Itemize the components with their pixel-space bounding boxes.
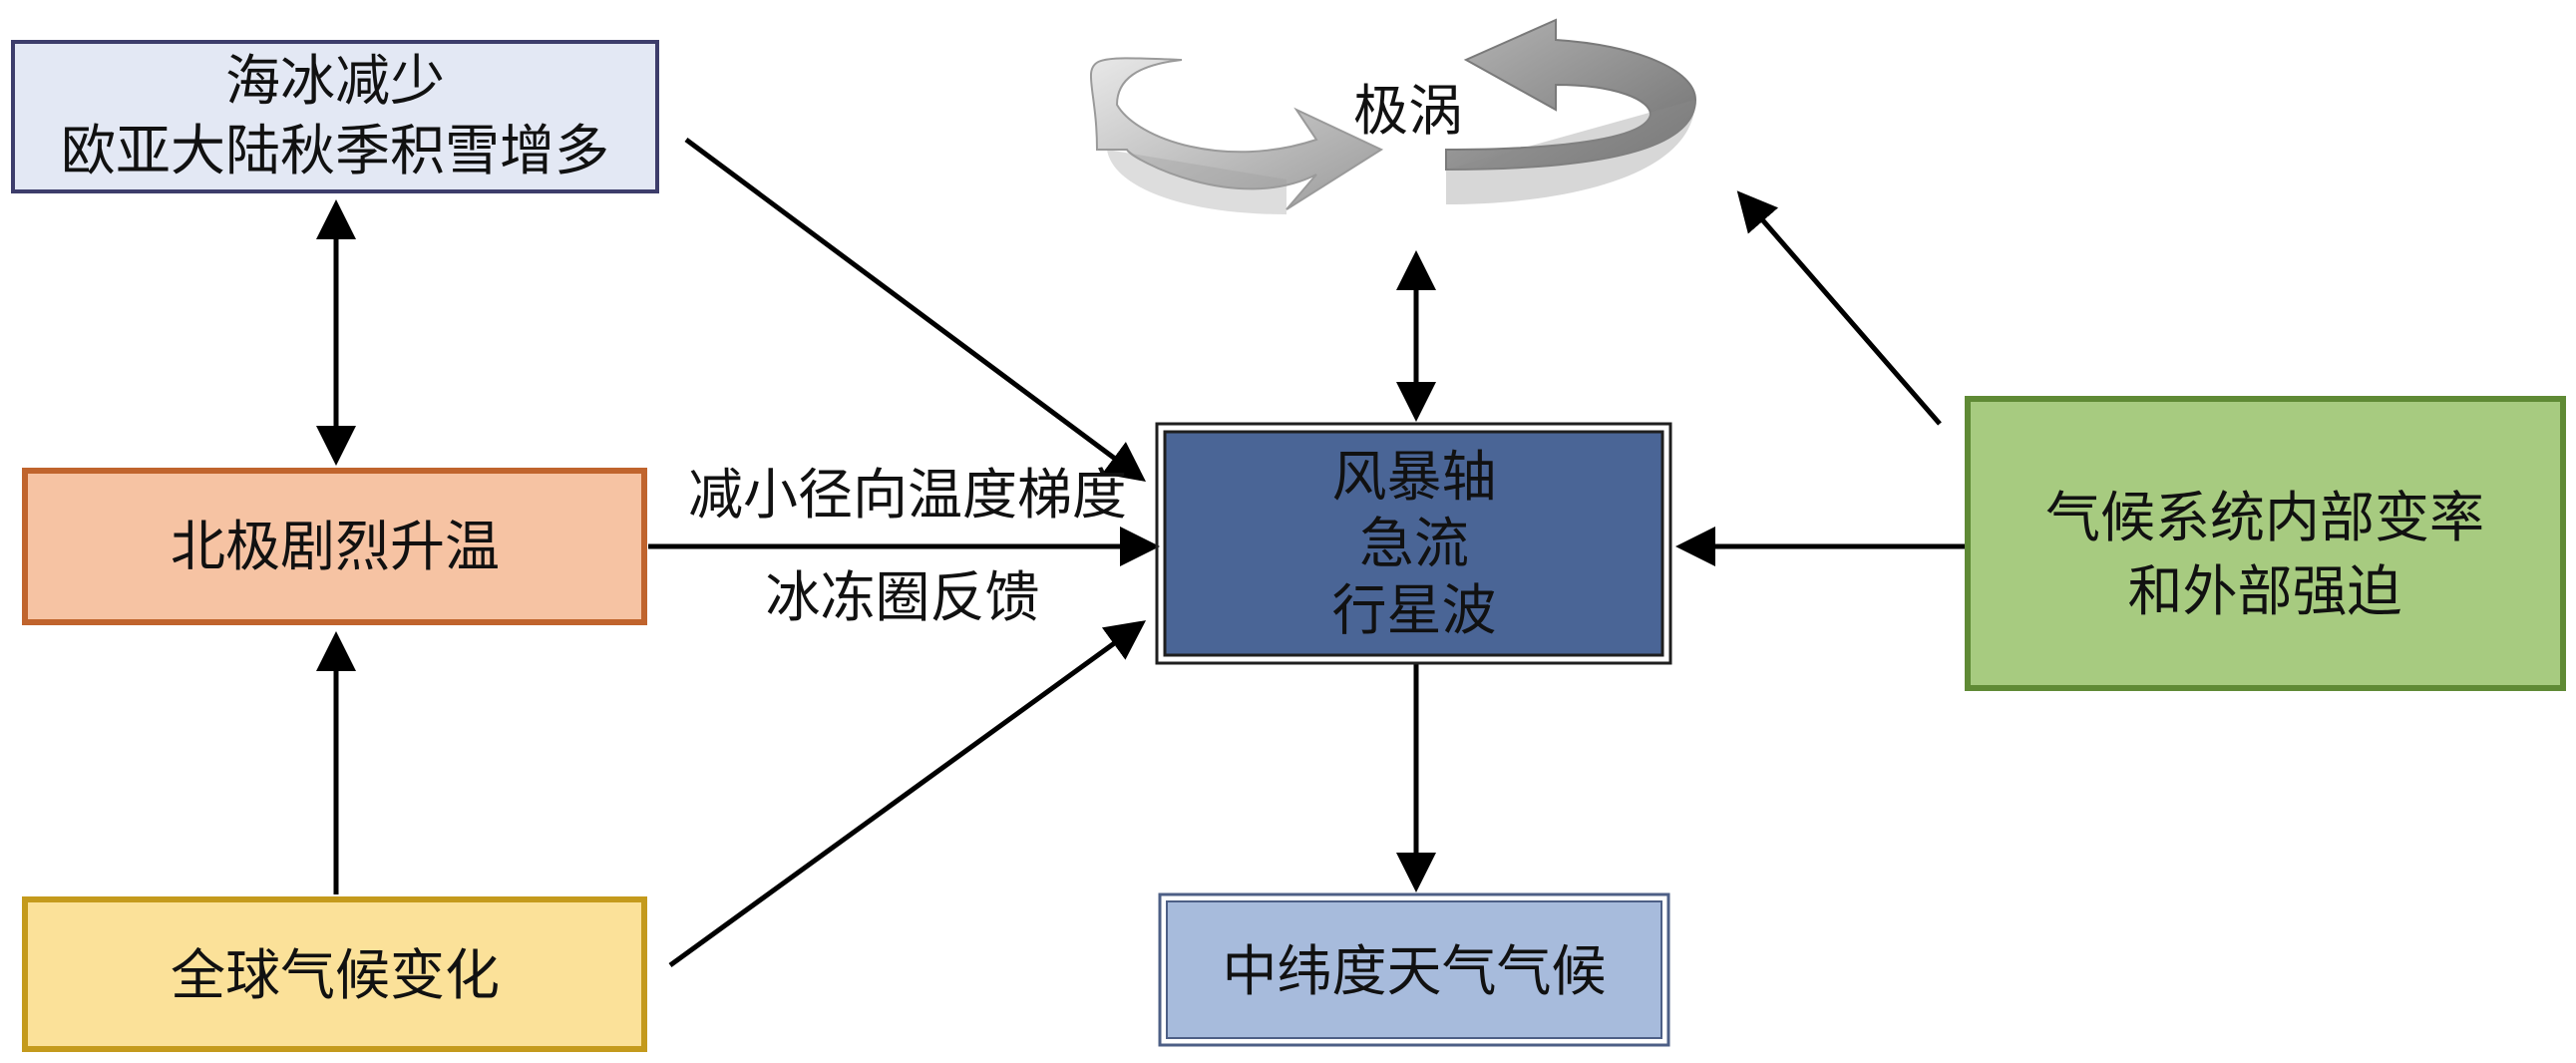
internal-variability-box: [1965, 396, 2566, 691]
arrow-seaice-storm: [684, 137, 1147, 482]
storm-track-line2: 急流: [1359, 512, 1469, 575]
polar-vortex-label: 极涡: [1353, 79, 1463, 143]
storm-track-box: [1163, 430, 1664, 657]
node-global-change: 全球气候变化: [22, 896, 647, 1052]
connectors: [316, 137, 1965, 968]
node-internal-variability: 气候系统内部变率 和外部强迫: [1965, 396, 2566, 691]
node-sea-ice: 海冰减少 欧亚大陆秋季积雪增多: [11, 40, 659, 193]
internal-variability-line1: 气候系统内部变率: [2045, 486, 2484, 549]
arrow-internal-vortex: [1736, 190, 1942, 426]
node-arctic-warming: 北极剧烈升温: [22, 468, 647, 625]
polar-vortex-icon: [1089, 18, 1697, 214]
edge-label-feedback: 冰冻圈反馈: [765, 565, 1039, 629]
node-midlat-weather: 中纬度天气气候: [1158, 892, 1670, 1047]
storm-track-line3: 行星波: [1331, 578, 1496, 642]
vortex-right-ring: [1445, 18, 1697, 172]
node-storm-track: 风暴轴 急流 行星波: [1155, 422, 1672, 665]
midlat-weather-box: [1166, 900, 1662, 1039]
storm-track-line1: 风暴轴: [1331, 445, 1496, 509]
global-change-label: 全球气候变化: [171, 943, 500, 1007]
arrow-global-storm: [668, 620, 1147, 968]
global-change-box: [22, 896, 647, 1052]
sea-ice-line2: 欧亚大陆秋季积雪增多: [61, 119, 609, 182]
sea-ice-box: [11, 40, 659, 193]
internal-variability-line2: 和外部强迫: [2127, 559, 2401, 623]
storm-track-box-outer: [1155, 422, 1672, 665]
arctic-warming-box: [22, 468, 647, 625]
vortex-left-ring: [1089, 57, 1384, 210]
arctic-warming-label: 北极剧烈升温: [171, 515, 500, 578]
midlat-weather-label: 中纬度天气气候: [1222, 939, 1606, 1003]
midlat-weather-box-outer: [1158, 892, 1670, 1047]
edge-label-gradient: 减小径向温度梯度: [688, 463, 1127, 527]
sea-ice-line1: 海冰减少: [225, 49, 445, 113]
